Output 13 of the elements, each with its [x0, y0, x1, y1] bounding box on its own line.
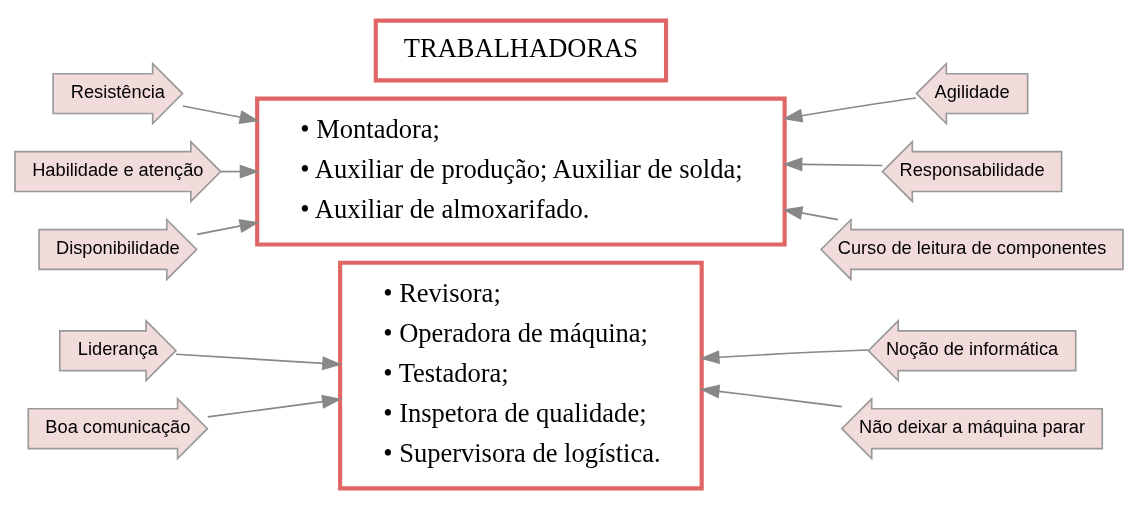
node-box: • Revisora; • Operadora de máquina; • Testadora; • Inspetora de qualidade; • Supervisora de logística. — [338, 260, 704, 490]
arrow — [699, 384, 843, 407]
arrow — [220, 164, 260, 179]
arrow — [782, 156, 884, 171]
arrow — [782, 205, 839, 220]
arrow — [782, 96, 917, 122]
arrow — [182, 104, 260, 124]
node-box: TRABALHADORAS — [373, 18, 669, 82]
arrow — [196, 218, 260, 235]
arrow — [175, 352, 343, 370]
arrow — [206, 394, 342, 418]
node-box: • Montadora; • Auxiliar de produção; Auxiliar de solda; • Auxiliar de almoxarifado. — [255, 96, 787, 247]
arrow — [699, 348, 869, 364]
